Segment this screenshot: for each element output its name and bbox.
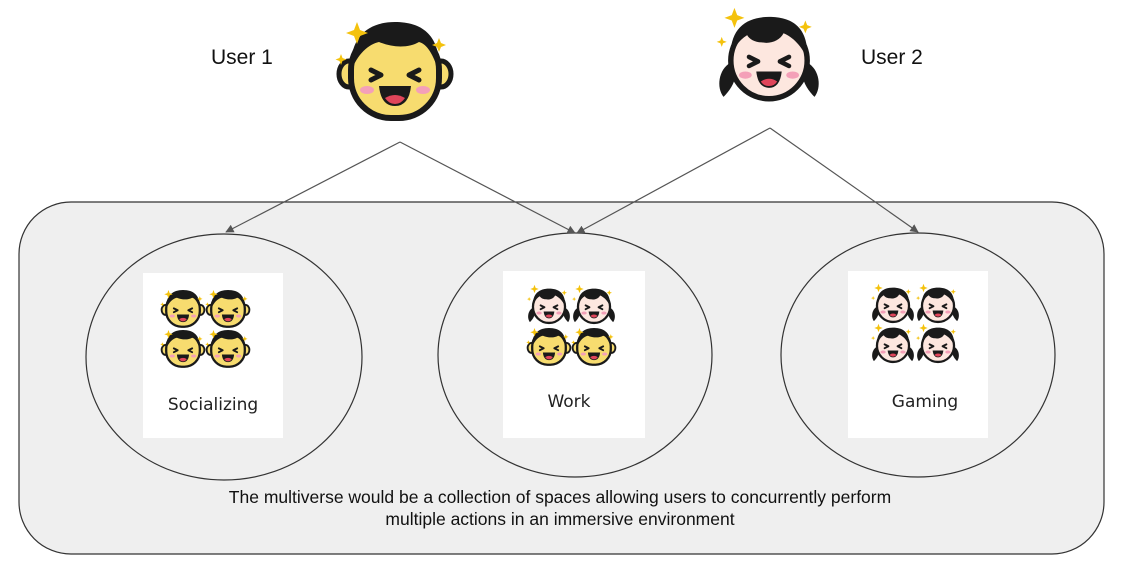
space-label-gaming: Gaming — [891, 392, 959, 412]
connection-user2-work — [576, 127, 771, 234]
space-label-work: Work — [547, 392, 591, 412]
caption-line-2: multiple actions in an immersive environ… — [385, 509, 735, 529]
connection-user1-socializing — [225, 141, 401, 233]
connection-user1-work — [399, 141, 576, 234]
user-2-label: User 2 — [861, 46, 923, 69]
user1-boy-face-icon — [336, 22, 452, 118]
space-card-work — [503, 271, 645, 438]
user-1-label: User 1 — [211, 46, 273, 69]
user2-girl-face-icon — [717, 8, 819, 99]
space-label-socializing: Socializing — [167, 395, 259, 415]
connection-user2-gaming — [769, 127, 919, 233]
diagram-caption: The multiverse would be a collection of … — [160, 486, 960, 530]
caption-line-1: The multiverse would be a collection of … — [228, 487, 892, 507]
